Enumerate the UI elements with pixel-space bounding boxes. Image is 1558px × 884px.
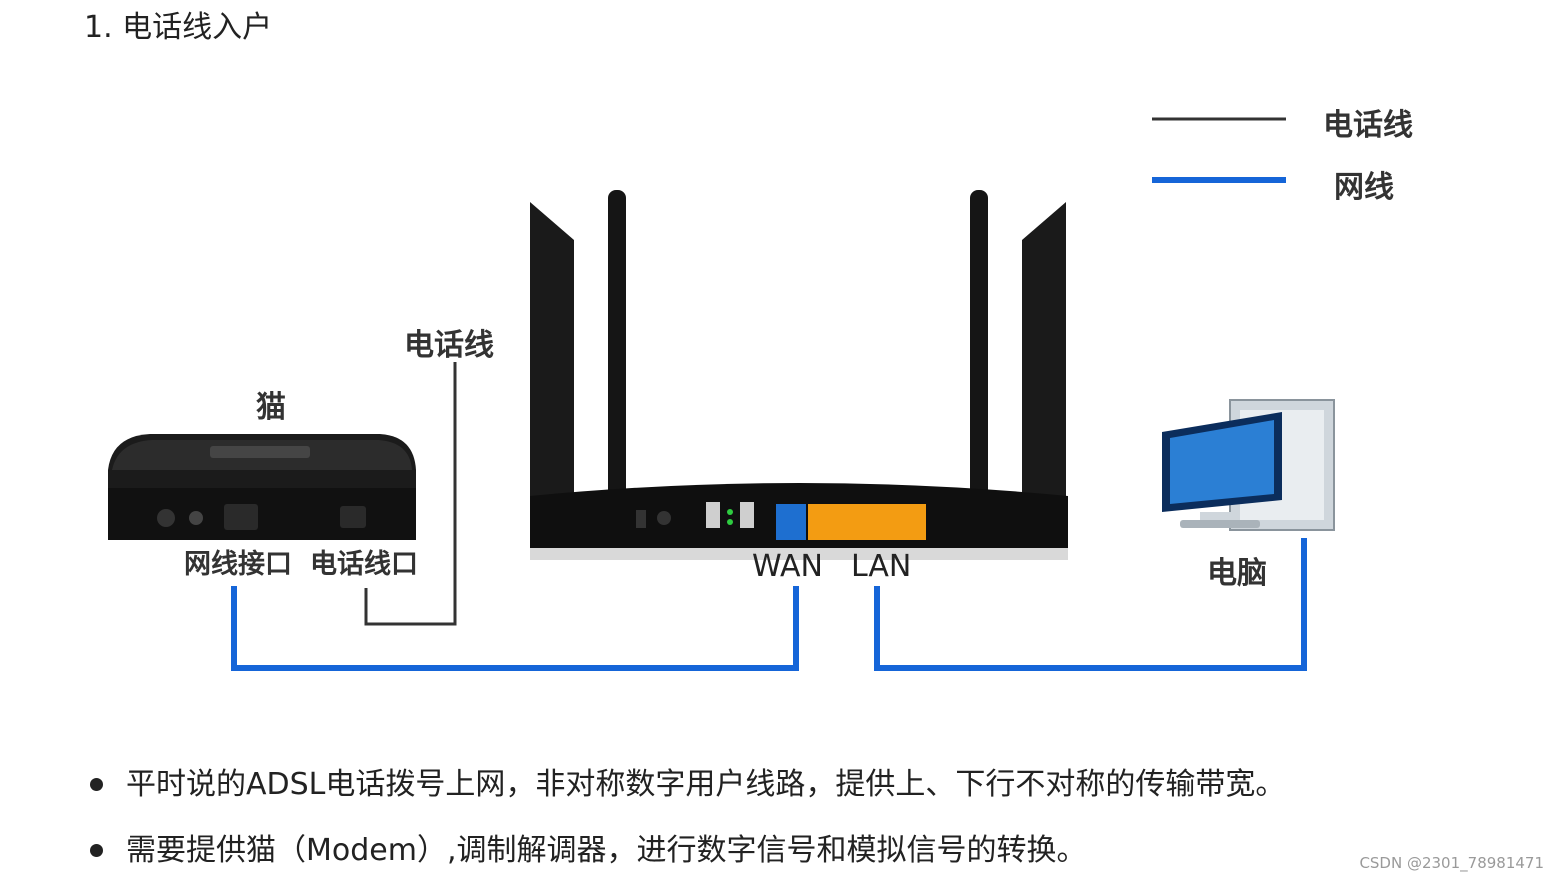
computer-label: 电脑 <box>1207 556 1267 591</box>
bullet-item: 需要提供猫（Modem）,调制解调器，进行数字信号和模拟信号的转换。 <box>84 818 1504 884</box>
router-wan-label: WAN <box>752 549 823 584</box>
bullet-list: 平时说的ADSL电话拨号上网，非对称数字用户线路，提供上、下行不对称的传输带宽。… <box>84 752 1504 884</box>
legend-phone-line-label: 电话线 <box>1323 108 1413 143</box>
bullet-dot-icon <box>90 844 103 857</box>
router-lan-label: LAN <box>851 549 912 584</box>
network-line-modem-wan <box>231 586 799 671</box>
modem-label: 猫 <box>256 390 286 425</box>
watermark: CSDN @2301_78981471 <box>1359 854 1544 872</box>
router-illustration <box>530 190 1068 560</box>
bullet-item: 平时说的ADSL电话拨号上网，非对称数字用户线路，提供上、下行不对称的传输带宽。 <box>84 752 1504 818</box>
bullet-text: 平时说的ADSL电话拨号上网，非对称数字用户线路，提供上、下行不对称的传输带宽。 <box>126 767 1286 802</box>
modem-illustration <box>108 434 416 540</box>
network-line-lan-computer <box>874 538 1307 671</box>
bullet-text: 需要提供猫（Modem）,调制解调器，进行数字信号和模拟信号的转换。 <box>126 833 1087 868</box>
modem-phone-port-label: 电话线口 <box>310 549 418 580</box>
bullet-dot-icon <box>90 778 103 791</box>
phone-line-label: 电话线 <box>404 328 494 363</box>
phone-line-connection <box>364 362 457 626</box>
computer-illustration <box>1162 399 1335 531</box>
legend-network-line-label: 网线 <box>1334 170 1394 205</box>
network-diagram <box>108 117 1335 671</box>
section-heading: 1. 电话线入户 <box>84 10 273 45</box>
modem-network-port-label: 网线接口 <box>184 549 292 580</box>
